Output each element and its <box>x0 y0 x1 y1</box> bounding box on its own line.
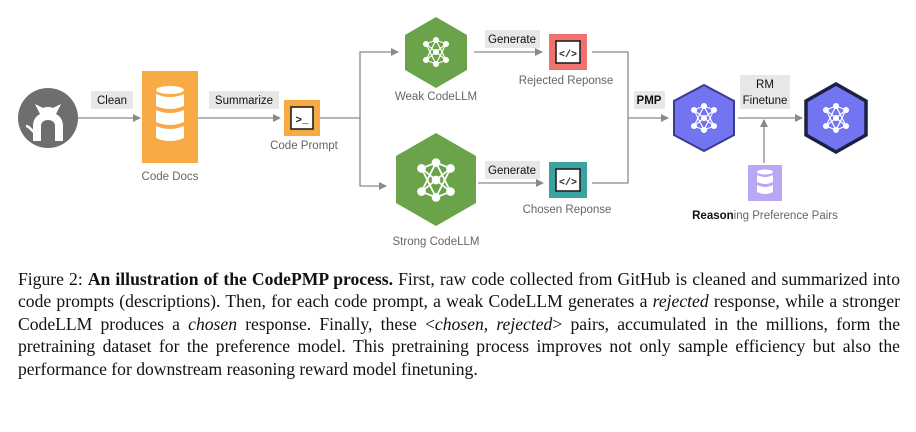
caption-pair: chosen, rejected <box>434 313 553 334</box>
summarize-label: Summarize <box>215 95 273 107</box>
github-icon <box>18 88 78 148</box>
final-reward-model-icon <box>804 81 868 155</box>
generate-strong-label: Generate <box>488 165 536 177</box>
caption-bold-title: An illustration of the CodePMP process. <box>87 269 393 289</box>
pmp-label: PMP <box>637 95 662 107</box>
reasoning-preference-db-icon <box>748 165 782 201</box>
clean-label-box <box>91 91 133 109</box>
caption-chosen: chosen <box>188 313 238 334</box>
chosen-response-label: Chosen Reponse <box>523 204 612 216</box>
strong-codellm-label: Strong CodeLLM <box>393 236 480 248</box>
summarize-label-box <box>209 91 279 109</box>
flow-arrows <box>78 48 803 190</box>
pmp-label-box <box>634 91 665 109</box>
generate-weak-label: Generate <box>488 34 536 46</box>
rm-finetune-label-box <box>740 75 790 109</box>
figure-caption: Figure 2: An illustration of the CodePMP… <box>18 269 901 379</box>
weak-codellm-icon <box>405 17 467 88</box>
weak-codellm-label: Weak CodeLLM <box>395 91 477 103</box>
codepmp-diagram: Clean Code Docs Summarize >_ Code Prompt… <box>18 17 868 248</box>
caption-rejected: rejected <box>652 291 709 312</box>
strong-codellm-icon <box>396 133 476 226</box>
svg-text:</>: </> <box>559 49 577 61</box>
clean-label: Clean <box>97 95 127 107</box>
rejected-response-label: Rejected Reponse <box>519 75 614 87</box>
code-prompt-icon: >_ <box>284 100 320 136</box>
finetune-label: Finetune <box>743 95 788 107</box>
code-prompt-label: Code Prompt <box>270 140 339 152</box>
svg-text:>_: >_ <box>295 115 309 127</box>
generate-strong-label-box <box>485 161 540 179</box>
caption-prefix: Figure 2: <box>18 269 88 289</box>
chosen-response-icon: </> <box>549 162 587 198</box>
pmp-model-icon <box>673 83 735 153</box>
svg-text:</>: </> <box>559 177 577 189</box>
generate-weak-label-box <box>485 30 540 48</box>
reasoning-preference-pairs-label: Reasoning Preference Pairs <box>692 210 838 222</box>
rm-label: RM <box>756 79 774 91</box>
rejected-response-icon: </> <box>549 34 587 70</box>
code-docs-label: Code Docs <box>142 171 199 183</box>
code-docs-icon <box>142 71 198 163</box>
